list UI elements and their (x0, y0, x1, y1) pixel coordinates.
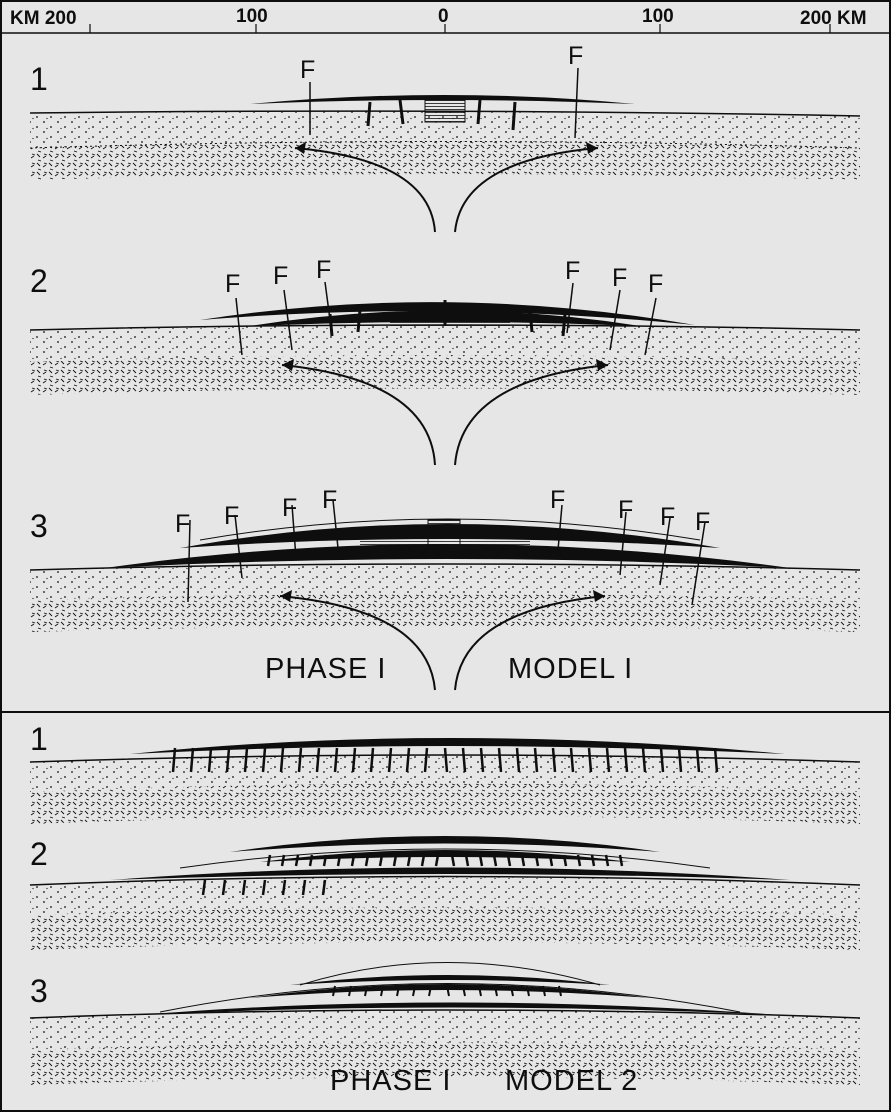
stage-number: 2 (30, 836, 48, 872)
fault-label: F (322, 486, 337, 514)
model-1-stage-2: 2 F F F F F F (30, 256, 860, 465)
model-1-panel: 1 F F 2 (30, 42, 860, 690)
fault-tick (296, 855, 298, 866)
scale-tick-0: 0 (438, 6, 449, 27)
model-1-stage-3: 3 F F F F F F F F (30, 486, 860, 690)
fault-label: F (316, 256, 331, 284)
model-2-panel: 1 2 3 (30, 721, 860, 1097)
stage-number: 1 (30, 721, 48, 757)
stage-number: 3 (30, 973, 48, 1009)
fault-label: F (273, 262, 288, 290)
fault-label: F (224, 502, 239, 530)
fault-label: F (660, 503, 675, 531)
fault-label: F (568, 42, 583, 70)
model-2-caption-model: MODEL 2 (505, 1065, 638, 1097)
model-2-stage-1: 1 (30, 721, 860, 824)
model-1-stage-1: 1 F F (30, 42, 860, 232)
model-2-stage-2: 2 (30, 836, 860, 950)
fault-label: F (550, 486, 565, 514)
fault-label: F (695, 508, 710, 536)
fault-label: F (618, 496, 633, 524)
model-2-caption-phase: PHASE I (330, 1065, 451, 1097)
fault-tick (592, 855, 594, 866)
fault-label: F (282, 494, 297, 522)
scale-tick-100-right: 100 (642, 6, 674, 27)
fault-label: F (225, 270, 240, 298)
scale-label-right: 200 KM (800, 8, 867, 29)
stage-number: 1 (30, 61, 48, 97)
stage-number: 2 (30, 263, 48, 299)
fault-label: F (565, 257, 580, 285)
fault-tick (620, 855, 622, 866)
fault-tick (268, 855, 270, 866)
fault-label: F (175, 510, 190, 538)
fault-label: F (648, 270, 663, 298)
fault-label: F (612, 264, 627, 292)
model-1-caption-phase: PHASE I (265, 653, 386, 685)
stage-number: 3 (30, 508, 48, 544)
fault-label: F (300, 56, 315, 84)
distance-scale-bar: KM 200 100 0 100 200 KM (2, 6, 889, 33)
scale-tick-100-left: 100 (236, 6, 268, 27)
model-1-caption-model: MODEL I (508, 653, 633, 685)
scale-label-left: KM 200 (10, 8, 77, 29)
